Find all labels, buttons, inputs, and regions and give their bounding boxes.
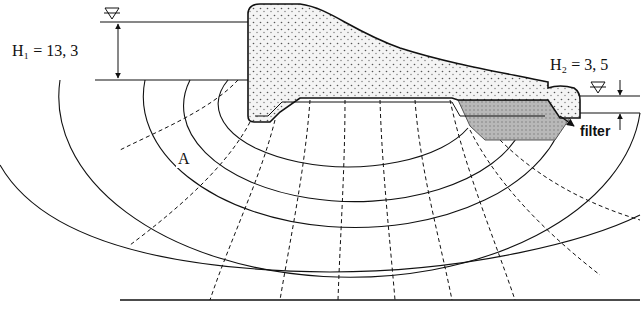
head-dimension (620, 114, 621, 130)
dam-base-outline (255, 102, 545, 116)
upstream-ground (95, 79, 249, 80)
water-symbol (591, 82, 605, 93)
flow-lines (0, 80, 640, 277)
filter-label: filter (578, 124, 612, 139)
water-symbol (590, 87, 606, 88)
head-dimension (118, 24, 119, 78)
headwater-level (100, 21, 249, 22)
impermeable-layer (120, 299, 640, 300)
water-symbol (104, 13, 120, 14)
seepage-arrow (560, 116, 574, 126)
head-label: H₂ = 3, 5 (548, 56, 610, 74)
head-label: H₁ = 13, 3 (10, 42, 80, 60)
water-symbol (105, 8, 119, 19)
point-label: A (176, 150, 192, 168)
tailwater-level (578, 95, 640, 96)
dam-body (248, 4, 580, 122)
head-dimension (620, 80, 621, 95)
